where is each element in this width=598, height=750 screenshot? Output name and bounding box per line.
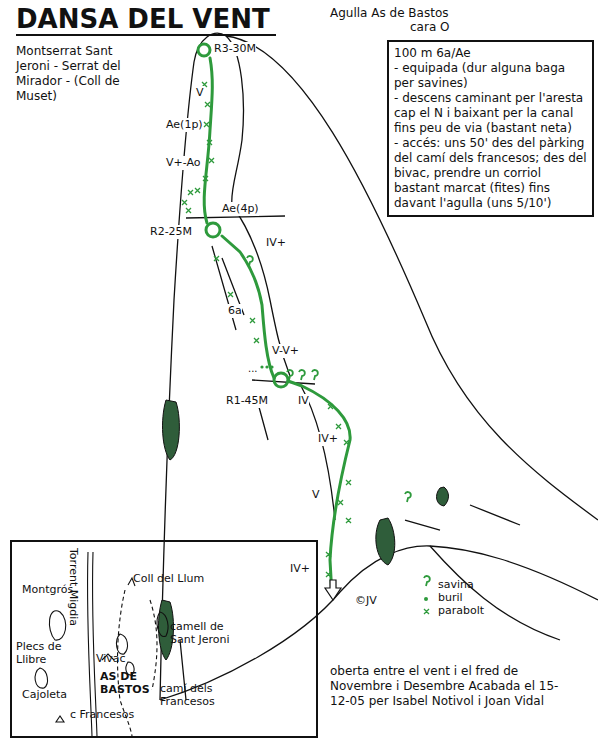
route-summary: 100 m 6a/Ae [394,46,587,61]
info-line: - accés: uns 50' des del pàrking del cam… [394,136,587,211]
grade-label: V [196,86,204,100]
grade-label: V-V+ [272,344,299,358]
grade-label: IV+ [290,562,310,576]
grade-label: IV+ [318,432,338,446]
route-title: DANSA DEL VENT [16,4,276,36]
info-line: - descens caminant per l'aresta cap el N… [394,91,587,136]
grade-label: V [312,488,320,502]
map-place: camí dels Francesos [160,682,242,708]
map-place: camell de Sant Jeroni [170,620,252,646]
grade-label: IV [298,394,309,408]
grade-label: V+-Ao [166,156,201,170]
map-place: Torrent Migdia [67,548,80,626]
map-place: AS DE BASTOS [100,670,160,696]
map-place: Vivac [96,652,126,665]
face-name: cara O [410,20,450,35]
grade-label: Ae(1p) [166,118,203,132]
info-line: - equipada (dur alguna baga per savines) [394,61,587,91]
map-place: Coll del Llum [133,572,204,585]
grade-label: 6a [228,304,242,318]
map-place: c Francesos [70,708,134,721]
dots-label: ... [248,362,258,375]
grade-label: IV+ [266,236,286,250]
map-place: Cajoleta [22,688,67,701]
belay-label: R2-25M [150,225,192,239]
credits-note: oberta entre el vent i el fred de Novemb… [330,664,565,709]
info-box: 100 m 6a/Ae- equipada (dur alguna baga p… [387,40,594,217]
map-place: Montgrós [22,583,73,596]
copyright: ©JV [355,594,377,608]
crag-name: Agulla As de Bastos [330,6,449,21]
legend-entry: savina [438,578,474,591]
legend-entry: parabolt [438,604,484,617]
grade-label: Ae(4p) [222,202,259,216]
area-name: Montserrat Sant Jeroni - Serrat del Mira… [16,44,124,104]
belay-label: R1-45M [226,394,268,408]
legend-entry: buril [438,591,463,604]
access-map: MontgrósTorrent Migdia Coll del Llum camel… [10,540,318,738]
belay-label: R3-30M [214,42,256,56]
map-place: Plecs de Llibre [16,640,78,666]
